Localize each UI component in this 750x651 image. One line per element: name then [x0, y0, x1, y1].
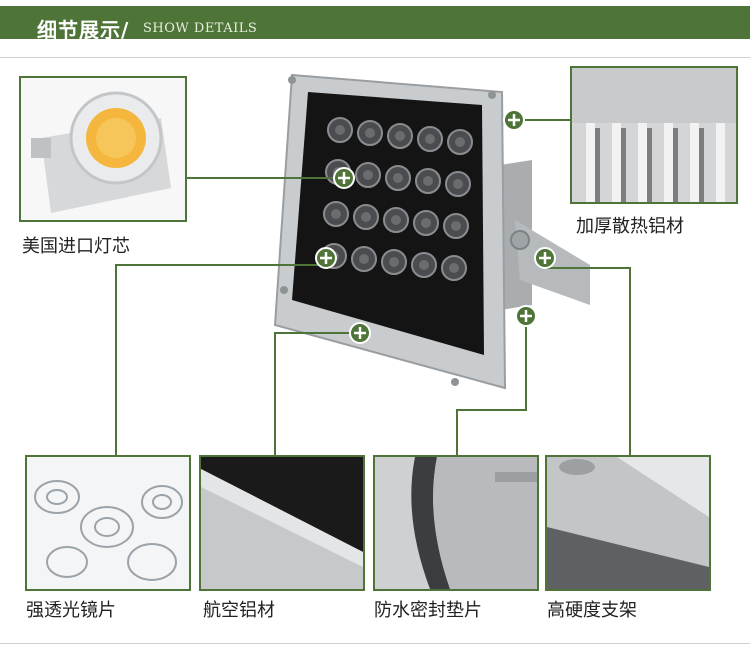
led-core	[425, 134, 435, 144]
detail-image-bracket	[545, 455, 711, 591]
led-core	[455, 137, 465, 147]
led-core	[451, 221, 461, 231]
divider	[0, 643, 750, 644]
led-core	[449, 263, 459, 273]
detail-label: 强透光镜片	[26, 600, 116, 621]
led-core	[333, 167, 343, 177]
section-title: 细节展示/	[37, 18, 130, 42]
screw-icon	[280, 286, 288, 294]
detail-image-heatsink	[570, 66, 738, 204]
detail-label: 美国进口灯芯	[22, 236, 130, 257]
detail-label: 航空铝材	[203, 600, 275, 621]
led-core	[421, 218, 431, 228]
led-core	[391, 215, 401, 225]
screw-icon	[488, 91, 496, 99]
detail-label: 防水密封垫片	[374, 600, 482, 621]
led-core	[359, 254, 369, 264]
led-core	[361, 212, 371, 222]
detail-label: 高硬度支架	[547, 600, 637, 621]
led-core	[365, 128, 375, 138]
led-core	[453, 179, 463, 189]
floodlight-product-image	[273, 73, 590, 390]
screw-icon	[288, 76, 296, 84]
detail-image-led-chip	[19, 76, 187, 222]
detail-image-gasket	[373, 455, 539, 591]
led-core	[389, 257, 399, 267]
led-core	[335, 125, 345, 135]
led-core	[395, 131, 405, 141]
detail-image-lens	[25, 455, 191, 591]
section-subtitle: SHOW DETAILS	[143, 21, 258, 36]
led-core	[331, 209, 341, 219]
led-core	[363, 170, 373, 180]
led-core	[423, 176, 433, 186]
led-core	[419, 260, 429, 270]
led-core	[393, 173, 403, 183]
screw-icon	[451, 378, 459, 386]
section-header: 细节展示/ SHOW DETAILS	[0, 6, 750, 42]
detail-image-aluminum	[199, 455, 365, 591]
led-core	[329, 251, 339, 261]
detail-label: 加厚散热铝材	[576, 216, 684, 237]
bolt-icon	[510, 230, 530, 250]
led-array	[321, 117, 473, 281]
divider	[0, 57, 750, 58]
